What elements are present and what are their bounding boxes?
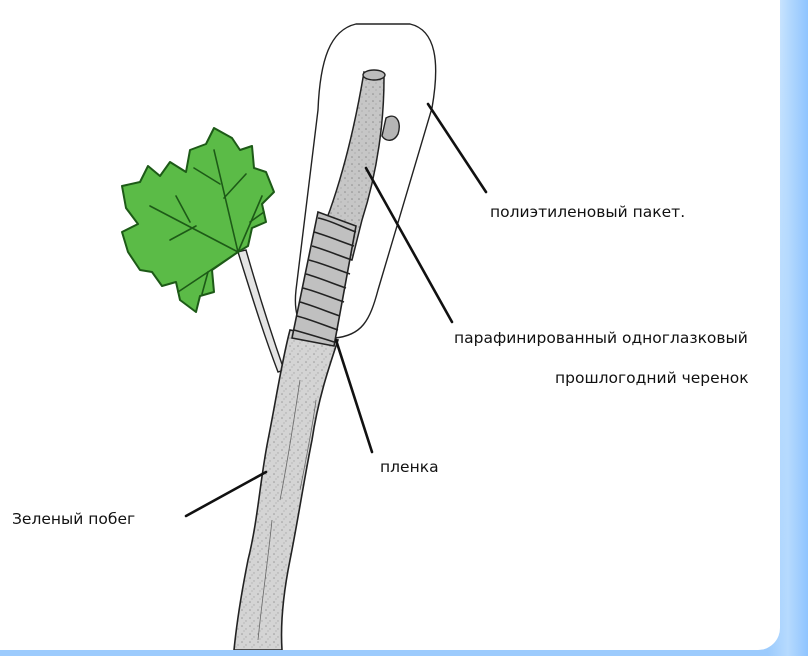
cutting-top: [363, 70, 385, 80]
cutting-label-line1: парафинированный одноглазковый: [454, 329, 748, 347]
grafting-diagram: полиэтиленовый пакет. парафинированный о…: [0, 0, 780, 650]
green-shoot: [234, 330, 338, 650]
shoot-label: Зеленый побег: [12, 510, 135, 528]
film-wrap: [292, 212, 356, 346]
leaf-petiole: [238, 250, 284, 372]
cutting-leader: [366, 168, 452, 322]
film-leader: [336, 340, 372, 452]
film-label: пленка: [380, 458, 439, 476]
bag-leader: [428, 104, 486, 192]
cutting-bud: [382, 116, 399, 140]
cutting-label-line2: прошлогодний черенок: [555, 369, 749, 387]
shoot-leader: [186, 472, 266, 516]
bag-label: полиэтиленовый пакет.: [490, 203, 685, 221]
diagram-frame: полиэтиленовый пакет. парафинированный о…: [0, 0, 780, 650]
